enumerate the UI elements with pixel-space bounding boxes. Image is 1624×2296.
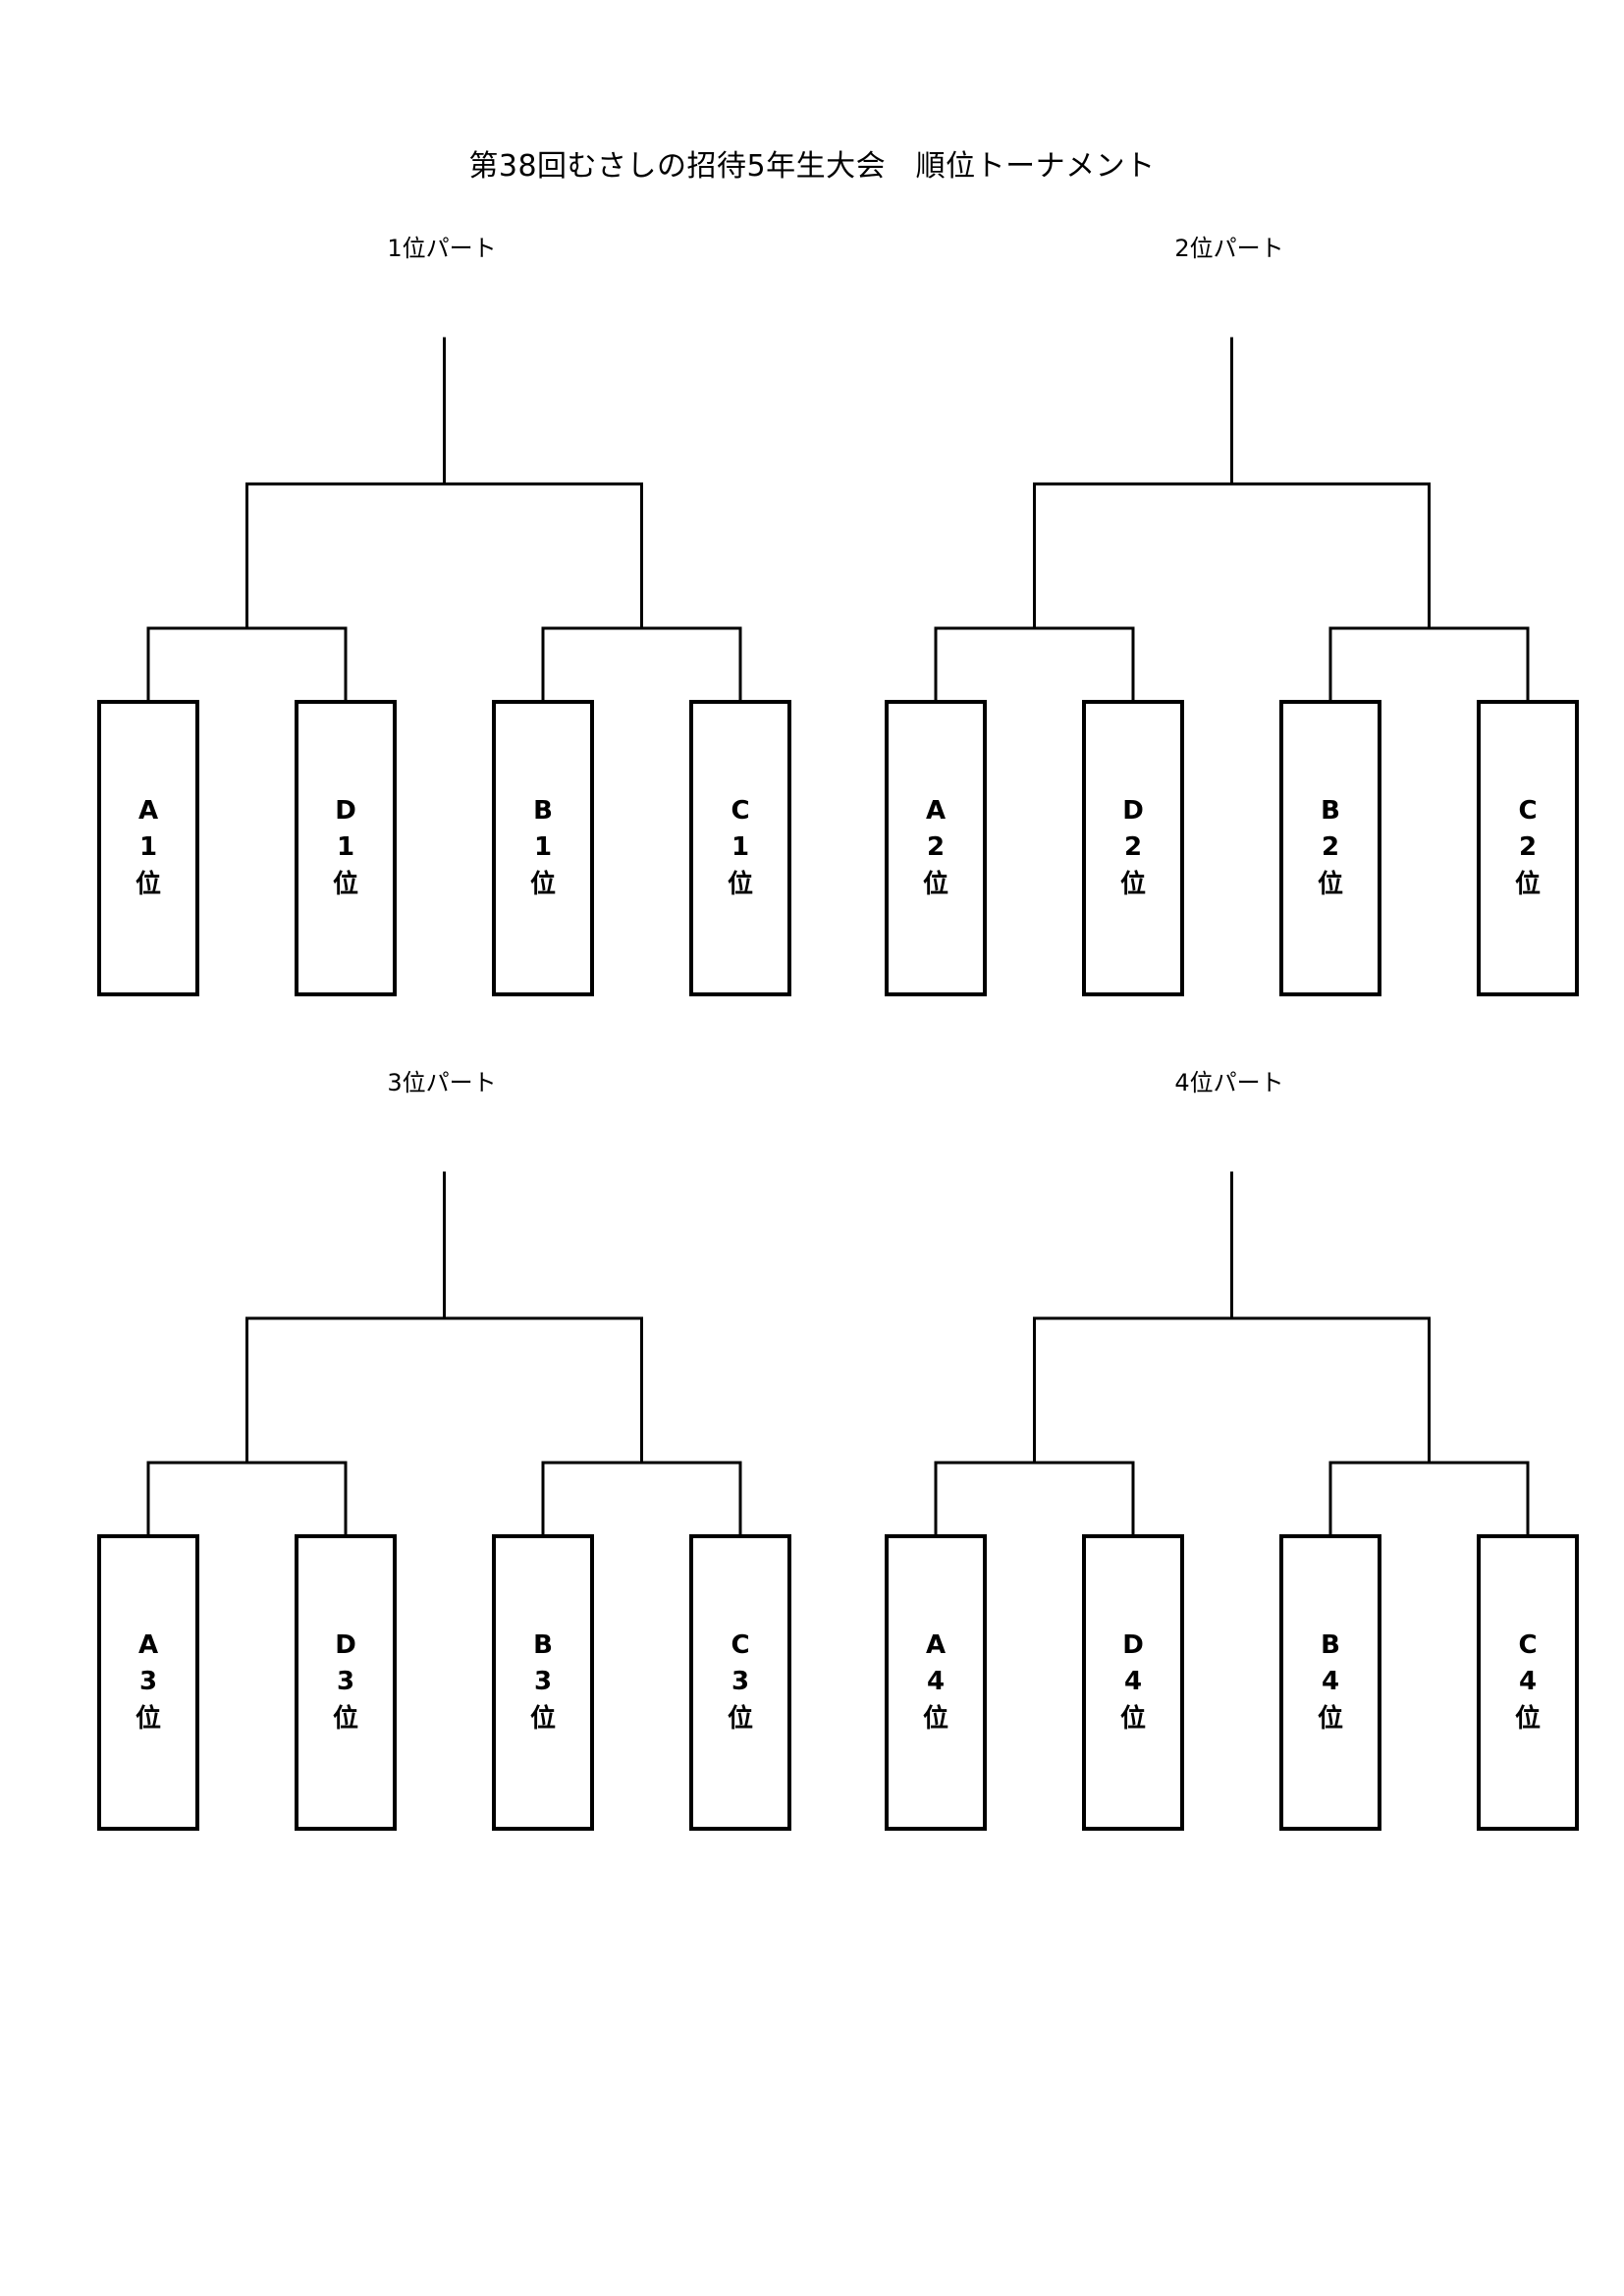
entry-rank-number: 2 [927, 832, 945, 862]
entry-box [492, 1534, 594, 1831]
entry-group-letter: D [1122, 796, 1144, 826]
entry-box [295, 1534, 397, 1831]
entry-group-letter: C [1518, 1630, 1537, 1660]
page-title: 第38回むさしの招待5年生大会 順位トーナメント [468, 149, 1156, 184]
entry-rank-suffix: 位 [1318, 869, 1343, 899]
entry-box [1279, 1534, 1381, 1831]
entry-box [1279, 700, 1381, 996]
entry-rank-suffix: 位 [1120, 869, 1146, 899]
section-label-part-2: 2位パート [1174, 235, 1284, 262]
entry-rank-suffix: 位 [135, 869, 161, 899]
entry-group-letter: A [926, 796, 946, 826]
entry-rank-number: 4 [1124, 1667, 1142, 1696]
entry-group-letter: D [1122, 1630, 1144, 1660]
entry-box [295, 700, 397, 996]
entry-box [1477, 1534, 1579, 1831]
entry-rank-suffix: 位 [1120, 1703, 1146, 1734]
entry-box [689, 700, 791, 996]
entry-group-letter: A [138, 1630, 158, 1660]
entry-box [492, 700, 594, 996]
entry-rank-number: 4 [1322, 1667, 1339, 1696]
entry-rank-number: 4 [1519, 1667, 1537, 1696]
entry-rank-number: 1 [731, 832, 749, 862]
entry-rank-suffix: 位 [530, 1703, 556, 1734]
entry-rank-number: 2 [1519, 832, 1537, 862]
entry-group-letter: B [533, 1630, 553, 1660]
entry-box [97, 1534, 199, 1831]
entry-box [689, 1534, 791, 1831]
section-label-part-3: 3位パート [387, 1069, 497, 1096]
section-label-part-1: 1位パート [387, 235, 497, 262]
entry-rank-number: 3 [139, 1667, 157, 1696]
entry-rank-suffix: 位 [333, 869, 358, 899]
entry-rank-number: 1 [139, 832, 157, 862]
entry-rank-suffix: 位 [333, 1703, 358, 1734]
entry-rank-number: 2 [1322, 832, 1339, 862]
entry-rank-number: 3 [534, 1667, 552, 1696]
entry-group-letter: A [138, 796, 158, 826]
entry-box [885, 700, 987, 996]
entry-rank-suffix: 位 [728, 1703, 753, 1734]
entry-box [1082, 1534, 1184, 1831]
entry-group-letter: B [1321, 1630, 1340, 1660]
entry-group-letter: A [926, 1630, 946, 1660]
entry-rank-suffix: 位 [1318, 1703, 1343, 1734]
section-label-part-4: 4位パート [1174, 1069, 1284, 1096]
entry-group-letter: B [1321, 796, 1340, 826]
entry-group-letter: C [1518, 796, 1537, 826]
entry-group-letter: C [731, 796, 749, 826]
entry-rank-number: 1 [337, 832, 354, 862]
entry-group-letter: D [335, 1630, 356, 1660]
entry-rank-suffix: 位 [728, 869, 753, 899]
entry-group-letter: B [533, 796, 553, 826]
entry-rank-suffix: 位 [923, 869, 948, 899]
entry-rank-number: 3 [337, 1667, 354, 1696]
entry-box [885, 1534, 987, 1831]
entry-rank-number: 1 [534, 832, 552, 862]
entry-rank-number: 4 [927, 1667, 945, 1696]
entry-rank-suffix: 位 [1515, 869, 1541, 899]
entry-rank-number: 3 [731, 1667, 749, 1696]
entry-rank-suffix: 位 [530, 869, 556, 899]
entry-group-letter: C [731, 1630, 749, 1660]
entry-rank-number: 2 [1124, 832, 1142, 862]
entry-rank-suffix: 位 [1515, 1703, 1541, 1734]
entry-group-letter: D [335, 796, 356, 826]
entry-box [97, 700, 199, 996]
entry-rank-suffix: 位 [923, 1703, 948, 1734]
entry-box [1477, 700, 1579, 996]
entry-rank-suffix: 位 [135, 1703, 161, 1734]
entry-box [1082, 700, 1184, 996]
